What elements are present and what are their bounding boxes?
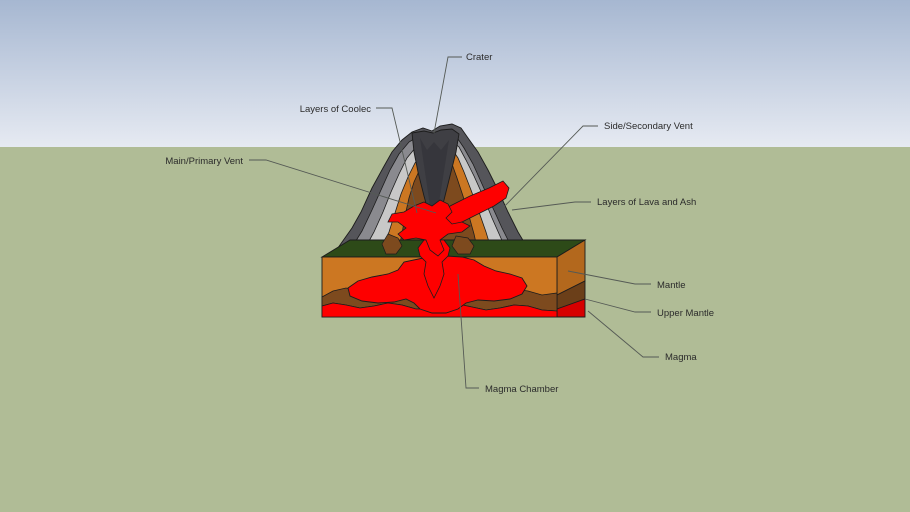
summit-brown-patch-left	[381, 233, 403, 255]
label-layers-of-lava-and-ash: Layers of Lava and Ash	[597, 197, 696, 208]
label-main-primary-vent: Main/Primary Vent	[165, 156, 243, 167]
leader-layers-of-coolec	[376, 107, 418, 214]
summit-brown-patch-right	[451, 235, 475, 255]
main-conduit	[417, 239, 451, 299]
leader-layers-of-lava-and-ash	[511, 201, 591, 211]
leader-main-primary-vent	[249, 159, 437, 214]
leader-magma-chamber	[457, 273, 479, 389]
surface-lava-splash	[387, 199, 471, 257]
label-layers-of-coolec: Layers of Coolec	[300, 104, 372, 115]
leader-upper-mantle	[584, 298, 651, 313]
label-magma: Magma	[665, 352, 697, 363]
label-upper-mantle: Upper Mantle	[657, 308, 714, 319]
label-magma-chamber: Magma Chamber	[485, 384, 558, 395]
label-mantle: Mantle	[657, 280, 686, 291]
label-crater: Crater	[466, 52, 492, 63]
leader-side-secondary-vent	[496, 125, 598, 215]
leader-crater	[433, 56, 462, 134]
leader-lines-group	[249, 56, 659, 389]
labels-group: Crater Layers of Coolec Main/Primary Ven…	[165, 52, 714, 395]
label-side-secondary-vent: Side/Secondary Vent	[604, 121, 693, 132]
leader-magma	[587, 310, 659, 358]
sky-background	[0, 0, 910, 147]
crater-cone-shadow	[420, 138, 449, 234]
summit-surface-lava	[381, 199, 475, 257]
leader-mantle	[567, 270, 651, 285]
cross-section-block	[320, 239, 587, 318]
